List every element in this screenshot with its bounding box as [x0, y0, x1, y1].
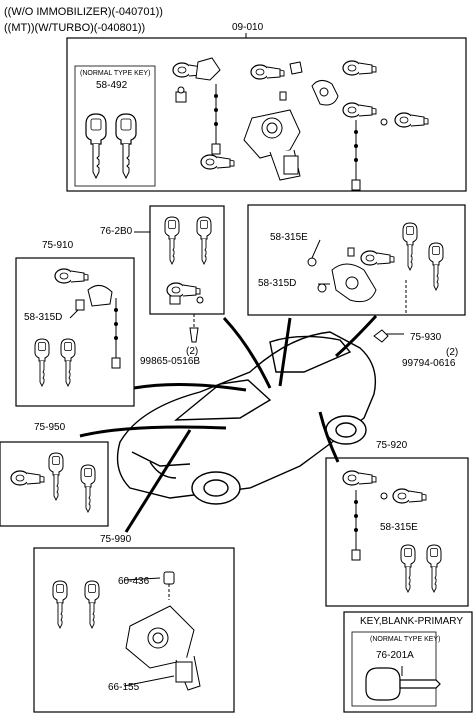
callout-58-315D-right: 58-315D [258, 278, 297, 289]
normal-type-key-label: (NORMAL TYPE KEY) [80, 70, 151, 77]
normal-type-key-label-2: (NORMAL TYPE KEY) [370, 636, 441, 643]
callout-58-315D-left: 58-315D [24, 312, 63, 323]
callout-76-201A: 76-201A [376, 650, 414, 661]
callout-58-492: 58-492 [96, 80, 128, 91]
callout-99865-0516B: 99865-0516B [140, 356, 201, 367]
callout-75-990: 75-990 [100, 534, 132, 545]
callout-58-315E-top: 58-315E [270, 232, 308, 243]
callout-76-2B0: 76-2B0 [100, 226, 133, 237]
callout-66-155: 66-155 [108, 682, 140, 693]
callout-75-920: 75-920 [376, 440, 408, 451]
callout-75-950: 75-950 [34, 422, 66, 433]
key-blank-title: KEY,BLANK-PRIMARY [360, 616, 464, 627]
callout-09-010: 09-010 [232, 22, 264, 33]
callout-75-910: 75-910 [42, 240, 74, 251]
header-line-1: ((W/O IMMOBILIZER)(-040701)) [4, 6, 163, 18]
callout-99794-0616: 99794-0616 [402, 358, 456, 369]
callout-58-315E-bottom: 58-315E [380, 522, 418, 533]
header-line-2: ((MT))(W/TURBO)(-040801)) [4, 22, 146, 34]
callout-75-930: 75-930 [410, 332, 442, 343]
qty-2-left: (2) [186, 346, 199, 357]
callout-60-436: 60-436 [118, 576, 150, 587]
qty-2-right: (2) [446, 347, 459, 358]
